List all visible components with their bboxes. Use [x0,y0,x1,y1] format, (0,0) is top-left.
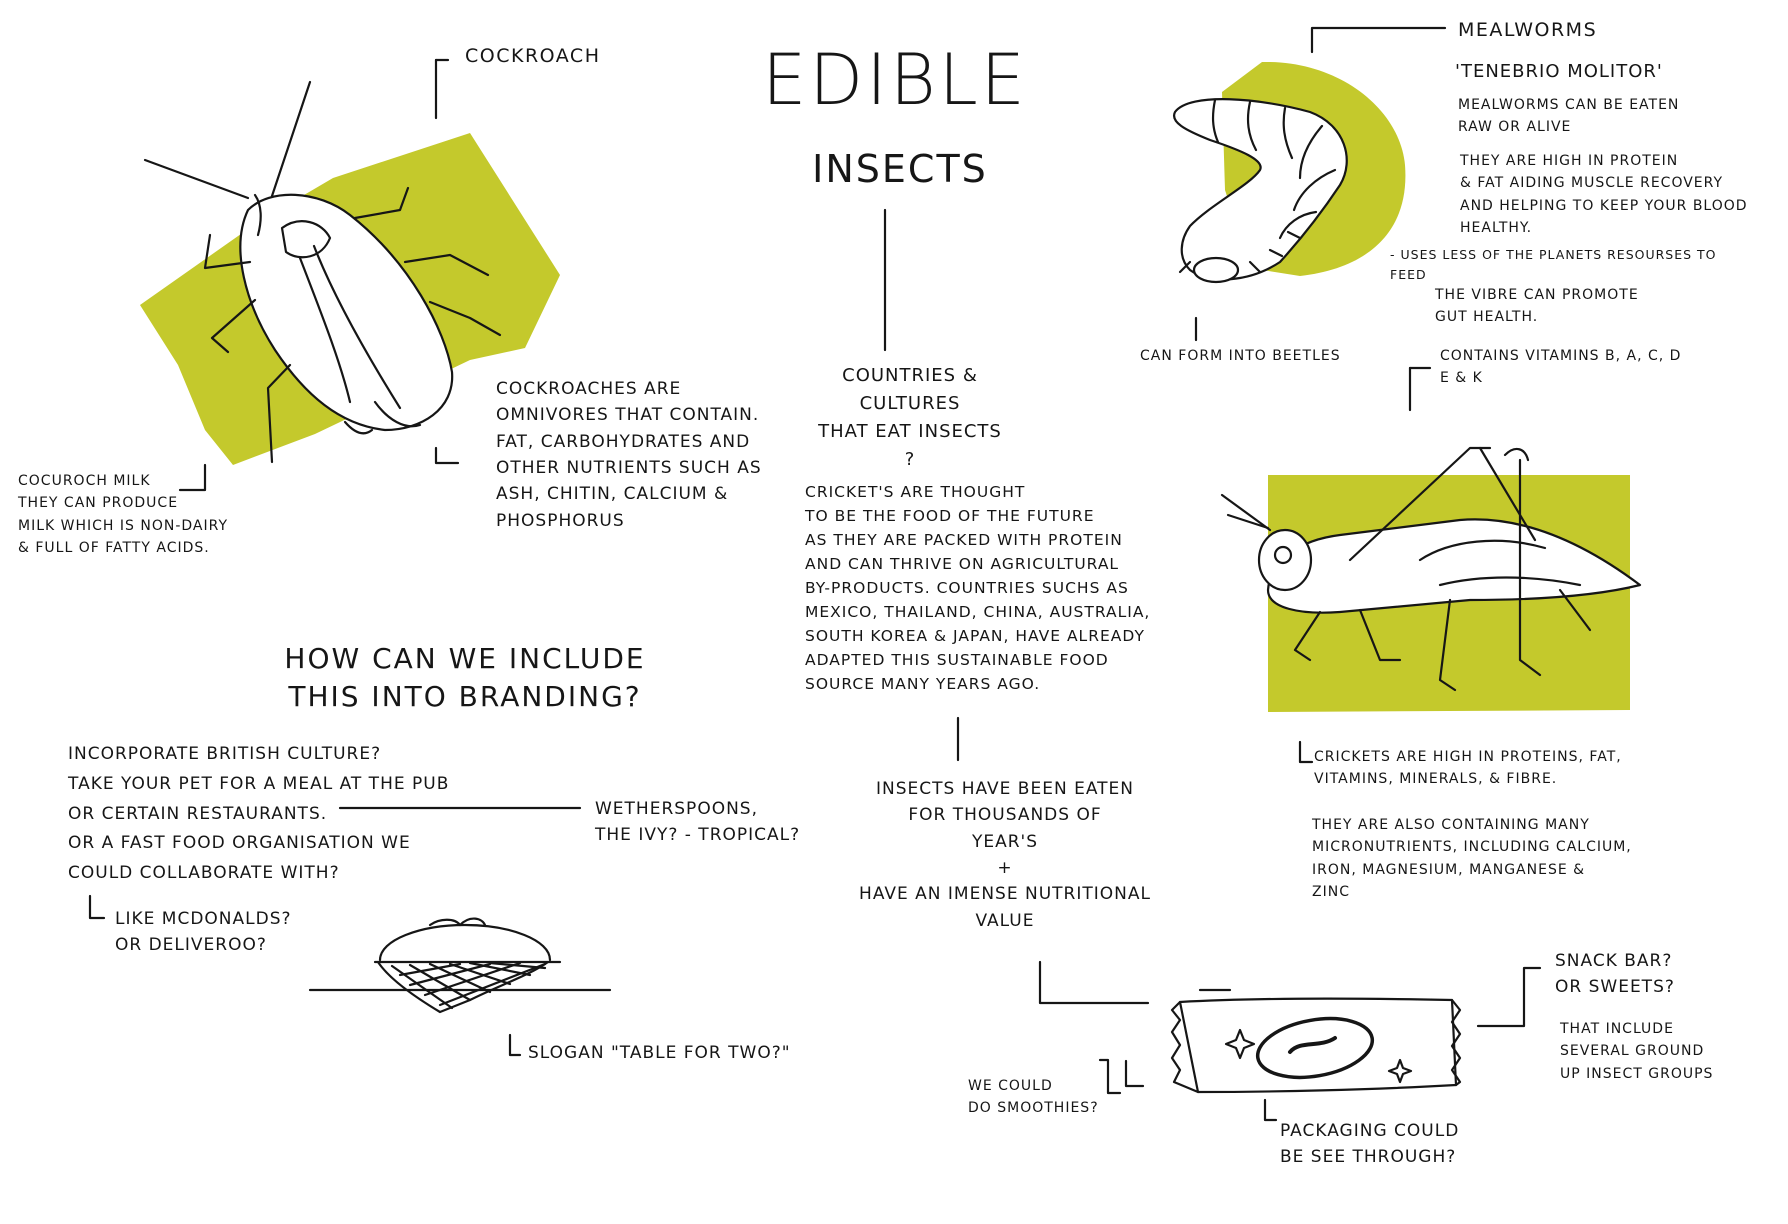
cockroach-facts: COCKROACHES ARE OMNIVORES THAT CONTAIN. … [496,379,762,531]
insects-history-text: INSECTS HAVE BEEN EATEN FOR THOUSANDS OF… [859,779,1151,931]
connector-lines [88,26,1542,1122]
mealworms-latin-name: 'TENEBRIO MOLITOR' [1455,61,1663,82]
cockroach-illustration [140,80,560,465]
mealworms-fact-raw: MEALWORMS CAN BE EATEN RAW OR ALIVE [1458,97,1680,136]
snack-bar-illustration [1170,997,1462,1094]
branding-question: HOW CAN WE INCLUDE THIS INTO BRANDING? [284,642,646,713]
snack-bar-idea: SNACK BAR? OR SWEETS? [1555,951,1675,998]
crickets-future-text: CRICKET'S ARE THOUGHT TO BE THE FOOD OF … [805,483,1151,694]
cricket-illustration [1220,446,1642,712]
snack-bar-detail: THAT INCLUDE SEVERAL GROUND UP INSECT GR… [1560,1021,1714,1082]
branding-ideas: INCORPORATE BRITISH CULTURE? TAKE YOUR P… [68,744,450,883]
plate-illustration [308,917,612,1014]
mealworm-illustration [1172,61,1406,284]
mealworms-vitamins: CONTAINS VITAMINS B, A, C, D E & K [1440,348,1682,387]
mealworms-label: MEALWORMS [1458,19,1598,41]
page-title: EDIBLE [762,39,1028,121]
smoothies-idea: WE COULD DO SMOOTHIES? [968,1078,1099,1117]
mealworms-beetles-note: CAN FORM INTO BEETLES [1140,348,1341,364]
slogan-text: SLOGAN "TABLE FOR TWO?" [528,1043,791,1063]
restaurant-suggestions: WETHERSPOONS, THE IVY? - TROPICAL? [595,799,801,846]
mealworms-fact-protein: THEY ARE HIGH IN PROTEIN & FAT AIDING MU… [1460,153,1748,237]
mealworms-fact-fibre: THE VIBRE CAN PROMOTE GUT HEALTH. [1435,287,1639,326]
cockroach-milk-note: COCUROCH MILK THEY CAN PRODUCE MILK WHIC… [18,473,228,557]
cockroach-label: COCKROACH [465,45,601,67]
mealworms-fact-resources: - USES LESS OF THE PLANETS RESOURSES TO … [1390,247,1717,282]
packaging-idea: PACKAGING COULD BE SEE THROUGH? [1280,1121,1460,1168]
countries-heading: COUNTRIES & CULTURES THAT EAT INSECTS ? [818,365,1002,470]
page-subtitle: INSECTS [812,147,988,191]
crickets-micronutrients: THEY ARE ALSO CONTAINING MANY MICRONUTRI… [1312,817,1632,901]
crickets-nutrition: CRICKETS ARE HIGH IN PROTEINS, FAT, VITA… [1314,749,1622,788]
fast-food-suggestions: LIKE MCDONALDS? OR DELIVEROO? [115,909,292,956]
